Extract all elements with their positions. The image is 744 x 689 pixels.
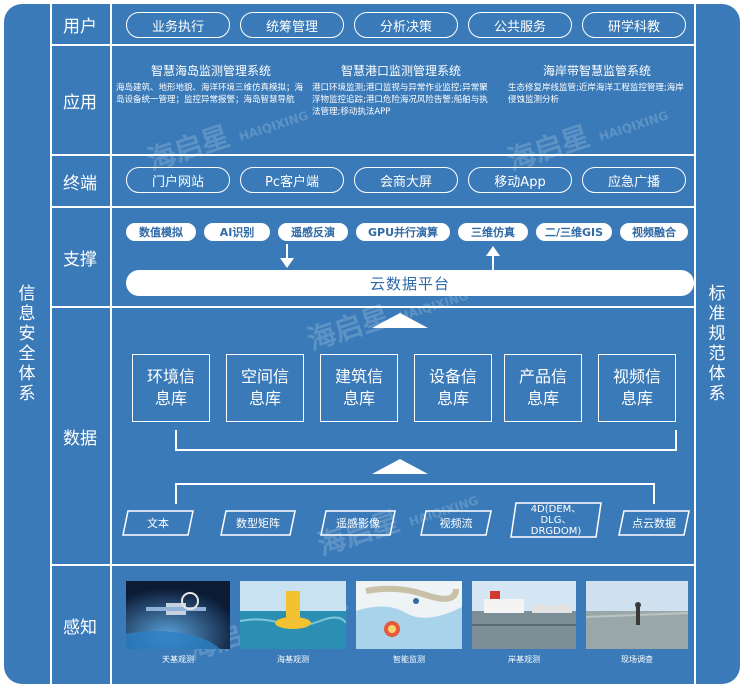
divider (50, 44, 694, 46)
field-survey-image (586, 581, 688, 649)
terminal-item: 门户网站 (126, 167, 230, 193)
app-system-desc: 生态修复岸线监管;近岸海洋工程监控管理;海岸侵蚀监测分析 (508, 83, 684, 105)
support-item: GPU并行演算 (356, 223, 450, 241)
app-system-title: 智慧海岛监测管理系统 (150, 64, 271, 78)
data-library: 设备信息库 (414, 354, 492, 422)
divider (50, 154, 694, 156)
data-library: 视频信息库 (598, 354, 676, 422)
divider (50, 306, 694, 308)
shore-observation-image (472, 581, 576, 649)
support-item: 遥感反演 (278, 223, 348, 241)
data-library: 建筑信息库 (320, 354, 398, 422)
divider (50, 206, 694, 208)
layer-label-user: 用户 (63, 16, 97, 37)
support-item: 三维仿真 (458, 223, 528, 241)
smart-monitoring-image (356, 581, 462, 649)
sense-caption: 智能监测 (393, 655, 425, 664)
data-source: 文本 (122, 510, 194, 536)
terminal-item: 移动App (468, 167, 572, 193)
sense-caption: 岸基观测 (508, 655, 540, 664)
layer-label-support: 支撑 (63, 249, 97, 270)
cloud-data-platform: 云数据平台 (126, 270, 694, 296)
divider (694, 4, 696, 684)
up-triangle (372, 459, 428, 474)
user-item: 公共服务 (468, 12, 572, 38)
data-source: 点云数据 (618, 510, 690, 536)
data-library: 产品信息库 (504, 354, 582, 422)
architecture-diagram: 海启星 HAIQIXING 海启星 HAIQIXING 海启星 HAIQIXIN… (4, 4, 740, 684)
sea-observation-image (240, 581, 346, 649)
layer-label-data: 数据 (63, 428, 97, 449)
data-source: 4D(DEM、DLG、DRGDOM) (510, 502, 602, 538)
user-item: 业务执行 (126, 12, 230, 38)
user-item: 分析决策 (354, 12, 458, 38)
support-item: 数值模拟 (126, 223, 196, 241)
layer-label-sense: 感知 (63, 617, 97, 638)
security-system-label: 信息安全体系 (18, 284, 36, 404)
data-source: 遥感影像 (320, 510, 396, 536)
divider (110, 4, 112, 684)
data-source: 视频流 (420, 510, 492, 536)
support-item: 视频融合 (620, 223, 688, 241)
sense-caption: 海基观测 (277, 655, 309, 664)
data-library: 空间信息库 (226, 354, 304, 422)
terminal-item: Pc客户端 (240, 167, 344, 193)
user-item: 研学科教 (582, 12, 686, 38)
support-arrows (175, 244, 677, 504)
support-item: 二/三维GIS (536, 223, 612, 241)
sense-caption: 现场调查 (621, 655, 653, 664)
app-system-desc: 港口环境监测;港口监视与异常作业监控;异常聚浮物监控追踪;港口危险海况风险告警;… (312, 83, 488, 117)
data-source: 数型矩阵 (220, 510, 296, 536)
divider (50, 564, 694, 566)
up-triangle (372, 313, 428, 328)
terminal-item: 应急广播 (582, 167, 686, 193)
app-system-desc: 海岛建筑、地形地貌、海洋环境三维仿真模拟；海岛设备统一管理；监控异常报警；海岛智… (116, 83, 304, 105)
space-observation-image (126, 581, 230, 649)
support-item: AI识别 (204, 223, 270, 241)
app-system-title: 智慧港口监测管理系统 (340, 64, 461, 78)
left-side-panel: 信息安全体系 (4, 4, 50, 684)
standards-system-label: 标准规范体系 (708, 284, 726, 404)
user-item: 统筹管理 (240, 12, 344, 38)
right-side-panel: 标准规范体系 (694, 4, 740, 684)
app-system-title: 海岸带智慧监管系统 (542, 64, 651, 78)
sense-caption: 天基观测 (162, 655, 194, 664)
layer-label-terminal: 终端 (63, 173, 97, 194)
layer-label-app: 应用 (63, 92, 97, 113)
divider (50, 4, 52, 684)
data-library: 环境信息库 (132, 354, 210, 422)
terminal-item: 会商大屏 (354, 167, 458, 193)
